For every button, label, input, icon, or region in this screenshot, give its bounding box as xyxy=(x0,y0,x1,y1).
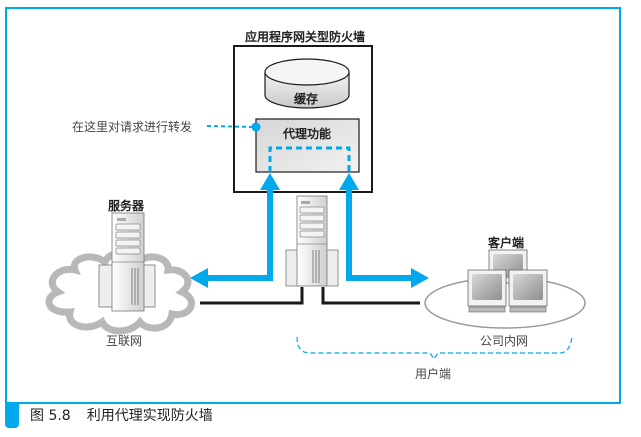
intranet-label: 公司内网 xyxy=(480,334,529,348)
arrow-to-gateway-left xyxy=(260,173,280,190)
user-side-brace xyxy=(296,335,573,361)
proxy-label: 代理功能 xyxy=(283,127,332,141)
cache-cylinder-icon xyxy=(264,58,350,109)
arrow-to-internet xyxy=(190,190,273,288)
forward-note: 在这里对请求进行转发 xyxy=(72,120,193,134)
client-pc-left xyxy=(467,269,507,313)
internet-label: 互联网 xyxy=(106,334,143,348)
forward-note-leader xyxy=(206,125,256,128)
cache-label: 缓存 xyxy=(294,92,319,106)
server-label: 服务器 xyxy=(108,199,145,213)
figure-number: 图 5.8 xyxy=(30,408,71,424)
client-pc-right xyxy=(508,269,548,313)
user-side-label: 用户端 xyxy=(415,367,452,381)
client-label: 客户端 xyxy=(488,236,525,250)
proxy-forward-path xyxy=(268,146,351,172)
network-cables xyxy=(200,287,420,305)
figure-title: 利用代理实现防火墙 xyxy=(86,408,213,424)
arrow-to-intranet xyxy=(346,190,429,288)
gateway-title: 应用程序网关型防火墙 xyxy=(245,30,366,44)
client-pcs-icon xyxy=(467,249,548,313)
figure-caption: 图 5.8 利用代理实现防火墙 xyxy=(30,405,229,425)
server-tower-icon xyxy=(98,212,156,312)
figure-frame xyxy=(5,7,621,404)
forward-note-dot xyxy=(251,122,261,132)
gateway-server-tower-icon xyxy=(285,195,339,287)
proxy-function-box xyxy=(255,118,360,173)
arrow-to-gateway-right xyxy=(339,173,359,190)
caption-accent-tab xyxy=(5,402,19,428)
